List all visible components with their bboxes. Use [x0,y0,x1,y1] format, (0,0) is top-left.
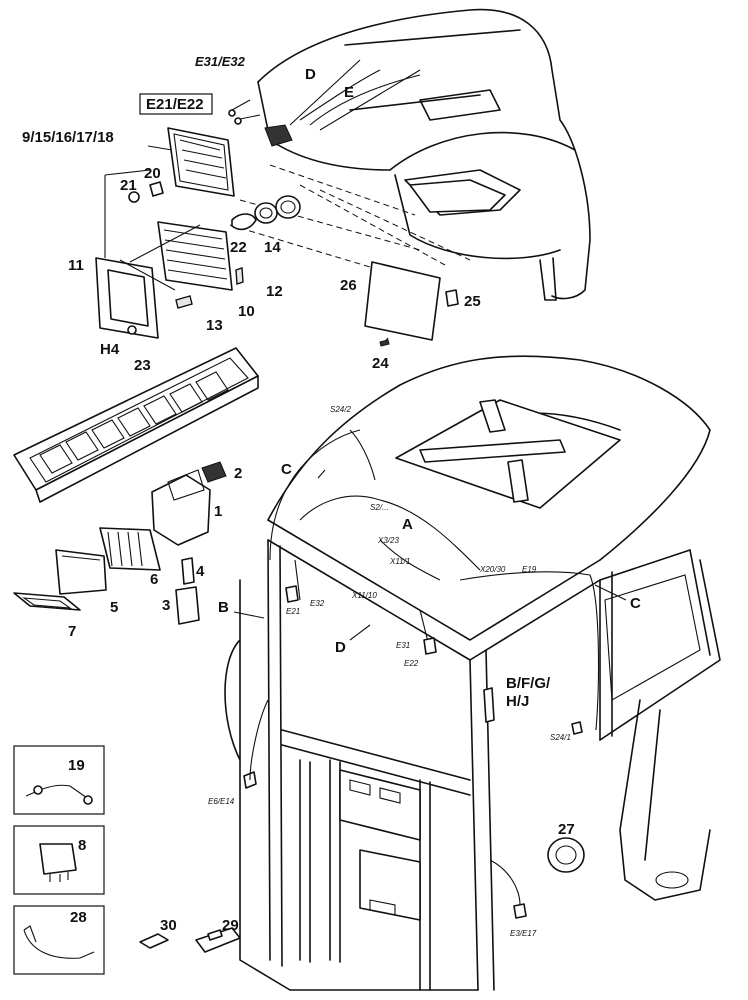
label-21: 21 [120,177,137,194]
label-e6-e14: E6/E14 [208,797,235,806]
label-28: 28 [70,909,87,926]
label-14: 14 [264,239,281,256]
label-25: 25 [464,293,481,310]
label-s2: S2/... [370,503,389,512]
label-11: 11 [68,257,84,274]
label-e19: E19 [522,565,537,574]
label-s24-1: S24/1 [550,733,571,742]
label-e-top: E [344,84,354,101]
label-7: 7 [68,623,76,640]
terminal-30 [139,933,169,949]
grommet-27 [547,837,585,873]
label-4: 4 [196,563,205,580]
label-10: 10 [238,303,255,320]
label-22: 22 [230,239,247,256]
cab-frame [224,355,721,991]
label-bfghj-line2: H/J [506,693,529,710]
label-x3-23: X3/23 [377,536,399,545]
inset-box-28 [13,905,105,975]
label-e31-small: E31 [396,641,410,650]
label-s24-2: S24/2 [330,405,351,414]
label-20: 20 [144,165,161,182]
callout-labels: E31/E32 E21/E22 9/15/16/17/18 D E 20 21 … [22,54,641,934]
headlight-parts [95,127,301,339]
label-8: 8 [78,837,86,854]
label-a: A [402,516,413,533]
label-3: 3 [162,597,170,614]
label-1: 1 [214,503,222,520]
label-e31-e32: E31/E32 [195,54,246,69]
label-29: 29 [222,917,239,934]
label-e21-e22: E21/E22 [146,96,204,113]
label-19: 19 [68,757,85,774]
roof-hood-assembly [228,8,591,301]
lens-and-clip [364,261,459,347]
label-6: 6 [150,571,158,588]
label-27: 27 [558,821,575,838]
label-x11-10: X11/10 [351,591,377,600]
label-30: 30 [160,917,177,934]
label-9-15-16-17-18: 9/15/16/17/18 [22,129,114,146]
label-26: 26 [340,277,357,294]
label-e21-small: E21 [286,607,300,616]
label-e3-e17: E3/E17 [510,929,537,938]
label-2: 2 [234,465,242,482]
label-d-mid: D [335,639,346,656]
label-13: 13 [206,317,223,334]
label-b-left: B [218,599,229,616]
label-x11-1: X11/1 [389,557,410,566]
label-24: 24 [372,355,389,372]
label-x20-30: X20/30 [479,565,506,574]
label-e32-small: E32 [310,599,325,608]
label-12: 12 [266,283,283,300]
connector-labels: S24/2 S2/... X3/23 X11/1 X20/30 E19 X11/… [208,405,571,938]
inset-boxes [13,745,241,975]
label-h4: H4 [100,341,120,358]
label-5: 5 [110,599,118,616]
label-e22-small: E22 [404,659,419,668]
label-c-right: C [630,595,641,612]
label-d-top: D [305,66,316,83]
label-c-left: C [281,461,292,478]
label-box-e21-e22 [139,93,213,115]
label-23: 23 [134,357,151,374]
label-bfghj-line1: B/F/G/ [506,675,551,692]
switch-panel-parts [13,347,259,625]
